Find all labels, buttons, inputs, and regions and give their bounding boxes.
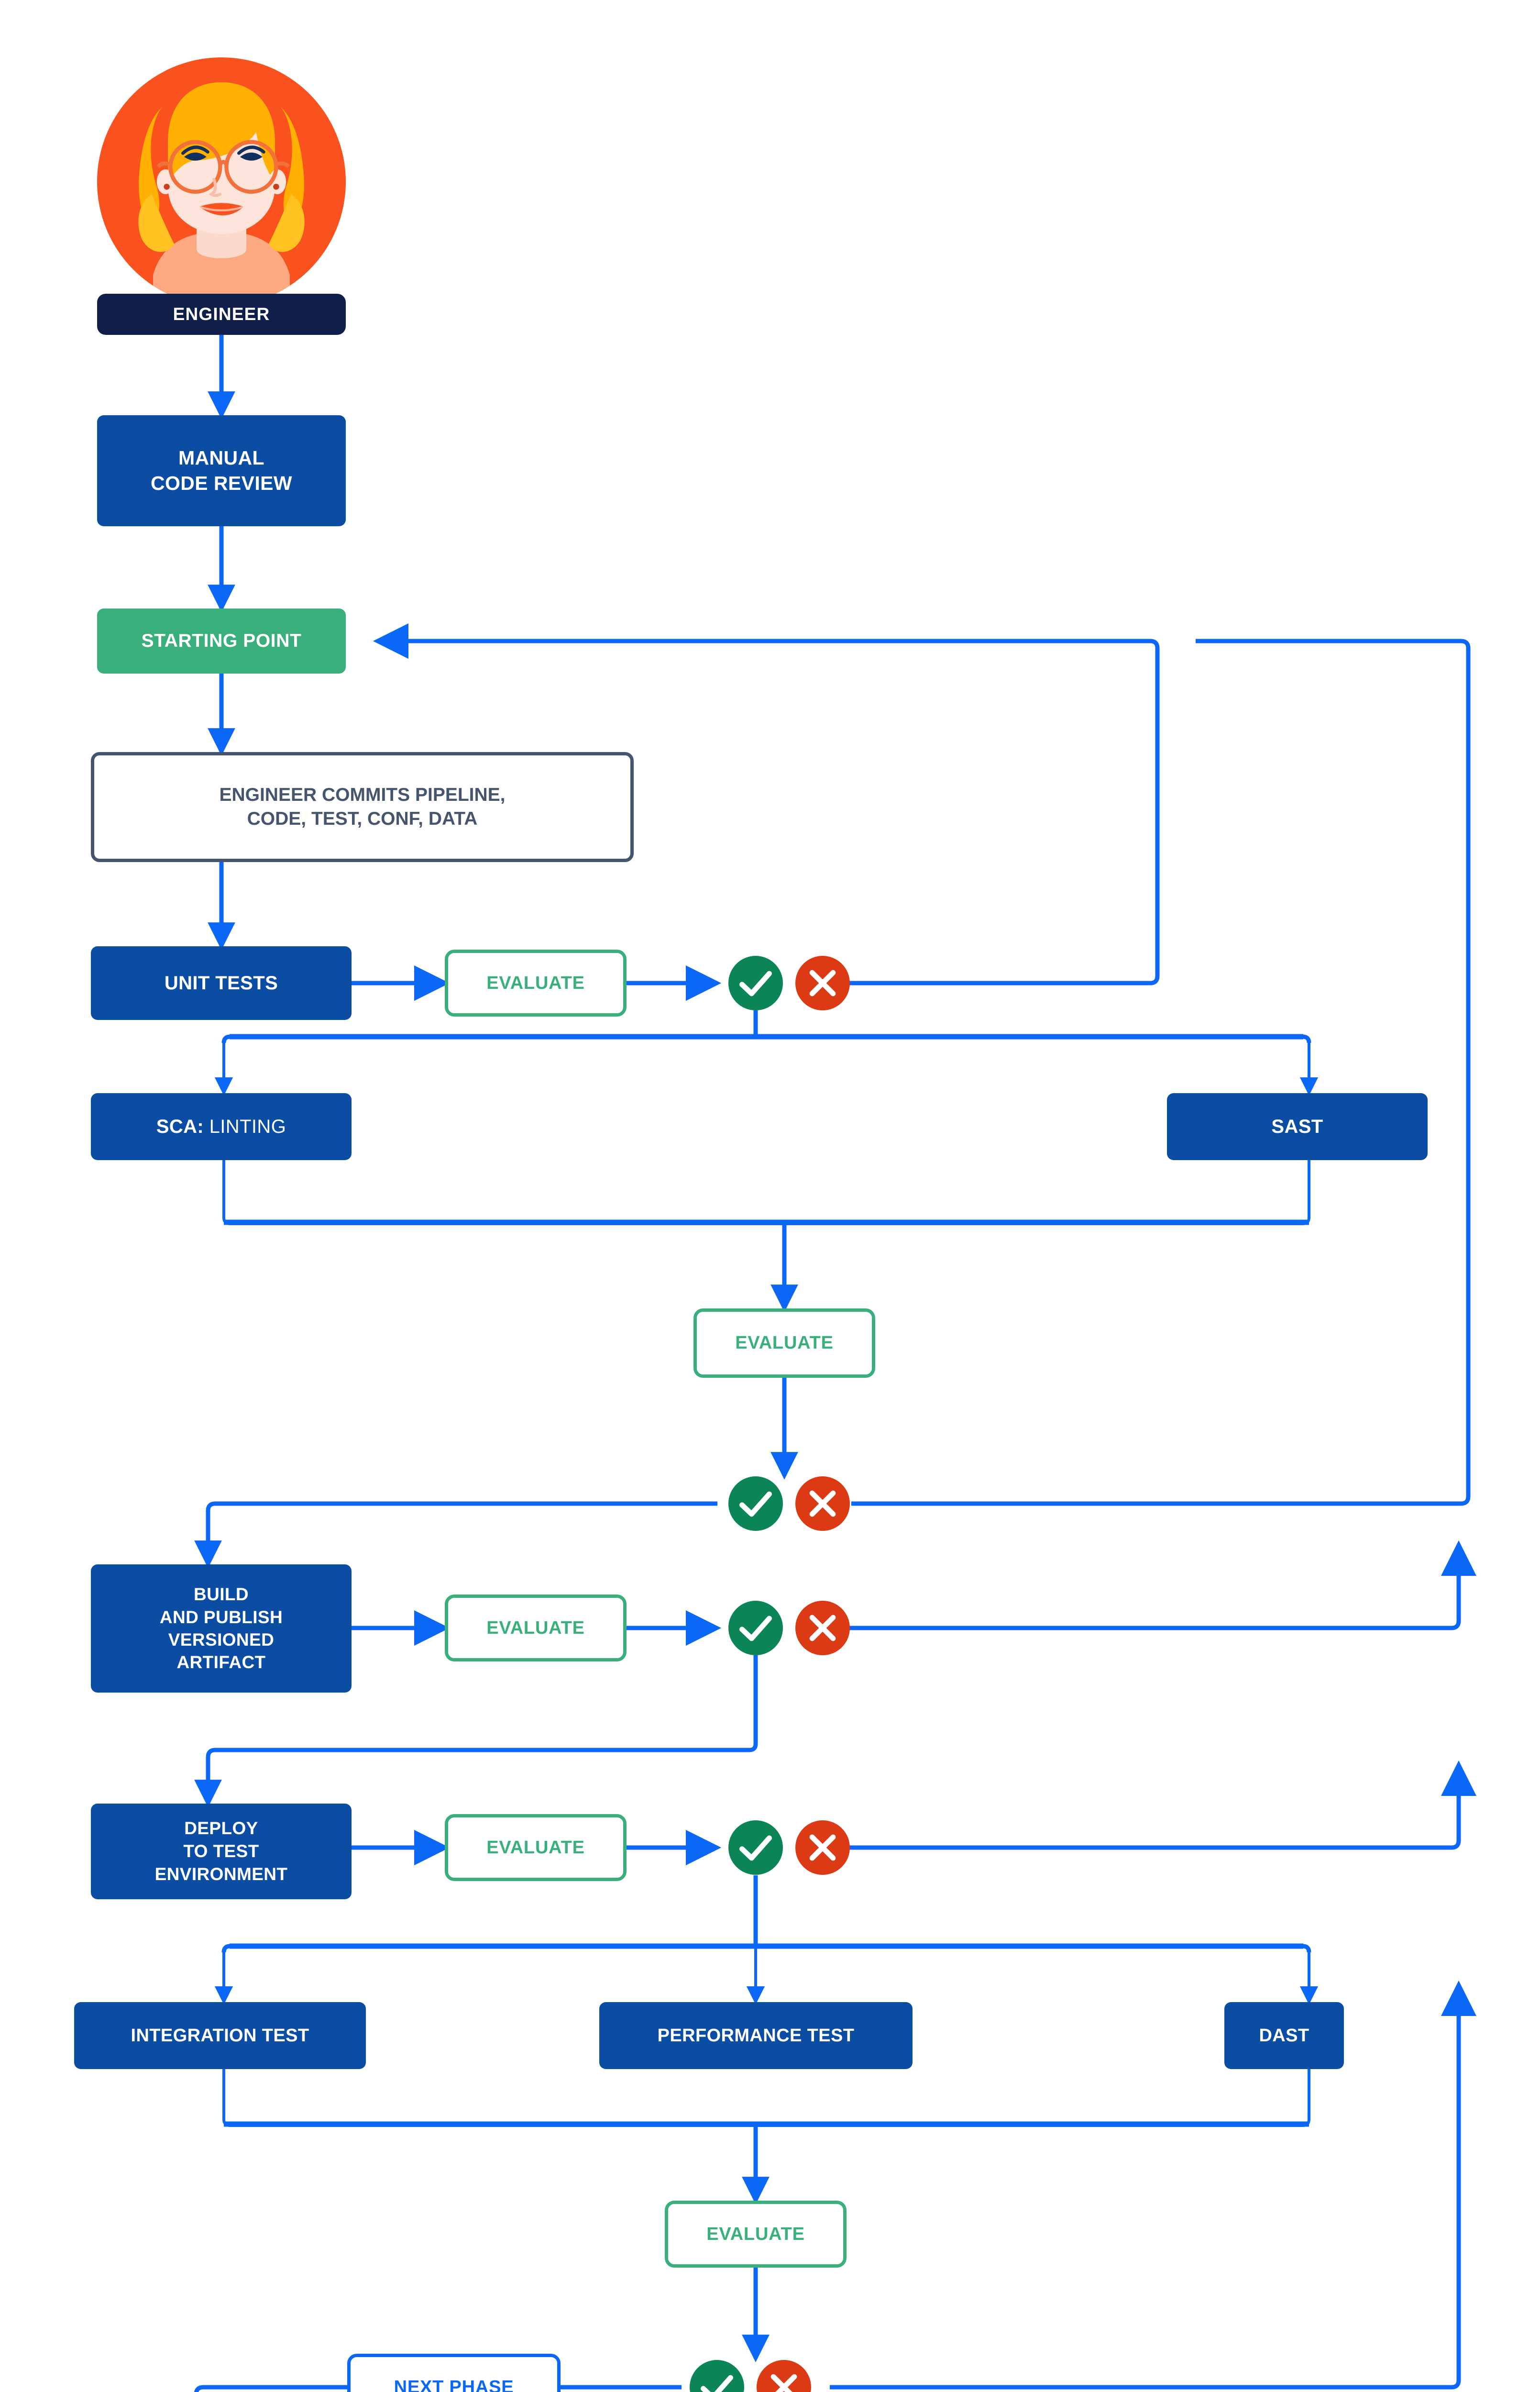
decision-final-fail[interactable] (757, 2360, 811, 2392)
eval-static-analysis[interactable]: EVALUATE (693, 1308, 875, 1378)
check-icon (701, 2375, 733, 2392)
eval-unit-tests-label: EVALUATE (486, 973, 585, 993)
starting-point-label: STARTING POINT (141, 631, 302, 651)
manual-code-review-line1: MANUAL (178, 446, 265, 469)
eval-build[interactable]: EVALUATE (445, 1595, 627, 1661)
check-icon (739, 1616, 772, 1641)
cross-icon (809, 1490, 836, 1517)
decision-deploy-fail[interactable] (795, 1820, 850, 1875)
decision-deploy-pass[interactable] (728, 1820, 783, 1875)
build-line3: VERSIONED (168, 1630, 275, 1650)
build-line4: ARTIFACT (176, 1652, 266, 1672)
engineer-badge-label: ENGINEER (173, 304, 270, 324)
engineer-avatar (97, 57, 346, 306)
integration-test-label: INTEGRATION TEST (131, 2025, 309, 2046)
cross-icon (770, 2374, 797, 2392)
node-build-publish-artifact[interactable]: BUILD AND PUBLISH VERSIONED ARTIFACT (91, 1564, 352, 1693)
decision-build-pass[interactable] (728, 1601, 783, 1655)
node-dast[interactable]: DAST (1224, 2002, 1344, 2069)
engineer-commits-line2: CODE, TEST, CONF, DATA (247, 808, 478, 829)
sca-prefix: SCA: (156, 1116, 204, 1137)
sca-linting-label: SCA: LINTING (91, 1116, 352, 1138)
decision-static-analysis-fail[interactable] (795, 1476, 850, 1531)
node-starting-point[interactable]: STARTING POINT (97, 609, 346, 674)
decision-unit-tests-pass[interactable] (728, 956, 783, 1010)
eval-dynamic-tests-label: EVALUATE (706, 2224, 805, 2244)
node-integration-test[interactable]: INTEGRATION TEST (74, 2002, 366, 2069)
node-engineer-commits[interactable]: ENGINEER COMMITS PIPELINE, CODE, TEST, C… (91, 752, 634, 862)
deploy-line3: ENVIRONMENT (154, 1864, 288, 1884)
build-line1: BUILD (193, 1584, 249, 1605)
manual-code-review-line2: CODE REVIEW (151, 472, 292, 494)
eval-unit-tests[interactable]: EVALUATE (445, 950, 627, 1017)
node-sca-linting[interactable]: SCA: LINTING (91, 1093, 352, 1160)
eval-build-label: EVALUATE (486, 1617, 585, 1638)
cross-icon (809, 1834, 836, 1861)
node-sast[interactable]: SAST (1167, 1093, 1428, 1160)
decision-build-fail[interactable] (795, 1601, 850, 1655)
eval-deploy[interactable]: EVALUATE (445, 1814, 627, 1881)
node-next-phase[interactable]: NEXT PHASE (347, 2354, 561, 2392)
decision-final-pass[interactable] (690, 2360, 744, 2392)
decision-unit-tests-fail[interactable] (795, 956, 850, 1010)
node-unit-tests[interactable]: UNIT TESTS (91, 946, 352, 1020)
check-icon (739, 971, 772, 997)
engineer-badge: ENGINEER (97, 294, 346, 335)
eval-dynamic-tests[interactable]: EVALUATE (665, 2201, 847, 2268)
sca-suffix: LINTING (204, 1116, 286, 1137)
next-phase-label: NEXT PHASE (394, 2377, 514, 2392)
node-manual-code-review[interactable]: MANUAL CODE REVIEW (97, 415, 346, 526)
node-deploy-test-environment[interactable]: DEPLOY TO TEST ENVIRONMENT (91, 1804, 352, 1899)
check-icon (739, 1835, 772, 1861)
eval-static-analysis-label: EVALUATE (735, 1333, 834, 1353)
unit-tests-label: UNIT TESTS (164, 972, 278, 994)
cross-icon (809, 970, 836, 997)
deploy-line1: DEPLOY (184, 1818, 258, 1838)
node-performance-test[interactable]: PERFORMANCE TEST (599, 2002, 913, 2069)
engineer-commits-line1: ENGINEER COMMITS PIPELINE, (219, 785, 506, 806)
build-line2: AND PUBLISH (159, 1607, 283, 1627)
deploy-line2: TO TEST (183, 1841, 259, 1861)
check-icon (739, 1491, 772, 1517)
performance-test-label: PERFORMANCE TEST (657, 2025, 855, 2046)
eval-deploy-label: EVALUATE (486, 1837, 585, 1858)
cross-icon (809, 1615, 836, 1641)
dast-label: DAST (1259, 2025, 1309, 2046)
avatar-illustration (97, 57, 346, 306)
sast-label: SAST (1271, 1116, 1323, 1137)
decision-static-analysis-pass[interactable] (728, 1476, 783, 1531)
